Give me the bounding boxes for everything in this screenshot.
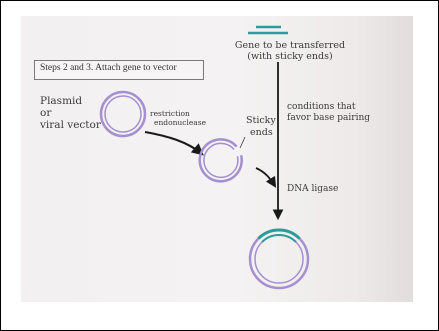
restriction-arrow xyxy=(144,131,204,156)
plasmid-label-line3: viral vector xyxy=(39,119,102,131)
step-label: Steps 2 and 3. Attach gene to vector xyxy=(40,63,177,73)
sticky-label-line1: Sticky xyxy=(246,115,276,126)
gene-label-line1: Gene to be transferred xyxy=(235,40,345,51)
inserted-gene xyxy=(257,228,301,240)
conditions-label-line2: favor base pairing xyxy=(287,113,370,123)
plasmid-cut xyxy=(198,138,243,183)
step-box xyxy=(34,60,204,80)
enzyme-label-line2: endonuclease xyxy=(154,118,207,127)
ligase-label: DNA ligase xyxy=(287,184,338,194)
plasmid-intact xyxy=(99,90,147,138)
plasmid-recombinant xyxy=(248,228,310,290)
conditions-label-line1: conditions that xyxy=(287,102,356,112)
sticky-label-line2: ends xyxy=(250,127,273,138)
join-arrow xyxy=(255,167,277,188)
gene-fragment xyxy=(248,25,288,35)
enzyme-label-line1: restriction xyxy=(150,109,190,118)
plasmid-label-line2: or xyxy=(40,107,52,119)
inserted-gene-inner xyxy=(261,233,297,243)
plasmid-label-line1: Plasmid xyxy=(40,95,82,107)
gene-label-line2: (with sticky ends) xyxy=(247,51,332,62)
sticky-pointer xyxy=(239,136,246,149)
